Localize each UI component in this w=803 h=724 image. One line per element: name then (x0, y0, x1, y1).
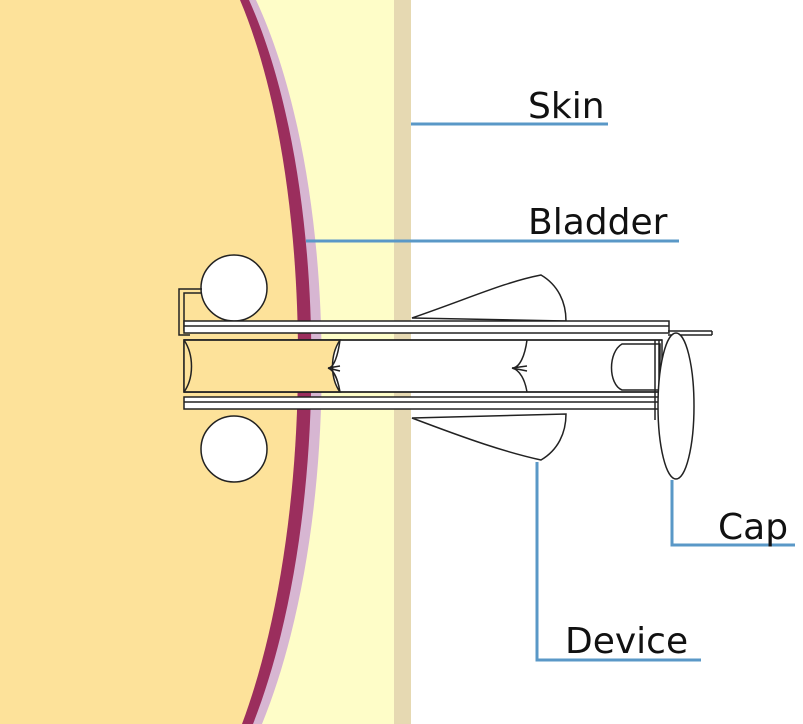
cap (657, 332, 695, 480)
upper-balloon (200, 254, 268, 322)
device (178, 254, 713, 483)
bladder-wall-inner (238, 0, 322, 724)
inflation-line (178, 288, 202, 336)
tube-tip-left (183, 339, 193, 393)
inflation-line-inner (183, 292, 202, 331)
bladder-wall (238, 0, 312, 724)
bladder-interior (0, 0, 299, 724)
cap-leader-line (670, 480, 795, 547)
lower-balloon (200, 415, 268, 483)
flange-upper (411, 274, 567, 322)
tube-lumen-tip (183, 339, 342, 393)
valve-2 (511, 339, 528, 393)
valve-1 (327, 339, 341, 393)
outer-tube-top (183, 320, 670, 334)
device-leader-line (535, 462, 701, 662)
rear-plug (610, 343, 661, 391)
bladder-label: Bladder (528, 202, 668, 243)
flange-lower (411, 413, 567, 461)
outer-tube-bottom (183, 396, 660, 410)
device-label: Device (565, 621, 688, 662)
skin-label: Skin (528, 86, 605, 127)
cap-label: Cap (718, 507, 788, 548)
